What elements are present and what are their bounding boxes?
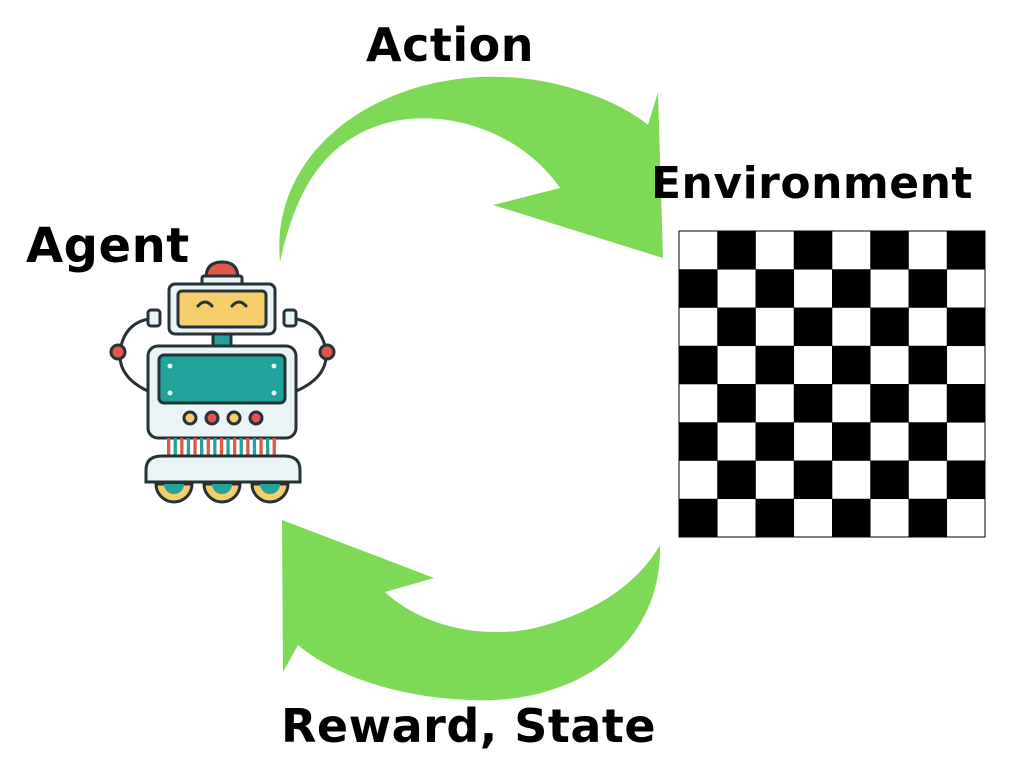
board-square (793, 460, 833, 500)
robot-icon (109, 260, 336, 504)
board-square (717, 307, 756, 347)
robot-stripe (272, 438, 276, 456)
robot-stripe (173, 438, 177, 456)
reward-state-arrow (282, 520, 661, 701)
reward-state-label: Reward, State (281, 699, 657, 753)
board-square (946, 307, 986, 347)
board-square (946, 231, 986, 270)
board-square (679, 422, 718, 461)
board-square (908, 269, 948, 308)
board-square (908, 422, 948, 461)
board-square (793, 231, 833, 270)
robot-stripe (186, 438, 191, 456)
board-square (717, 384, 756, 423)
robot-stripe (206, 438, 210, 456)
board-square (755, 422, 795, 461)
board-square (870, 384, 909, 423)
board-square (870, 460, 909, 500)
board-square (679, 498, 718, 538)
board-square (793, 307, 833, 347)
robot-stripe (246, 438, 250, 456)
robot-stripe (233, 438, 237, 456)
board-square (755, 498, 795, 538)
robot-stripe (167, 438, 171, 456)
environment-label: Environment (651, 158, 973, 209)
robot-stripe (180, 438, 184, 456)
board-square (755, 269, 795, 308)
board-square (908, 345, 948, 385)
agent-label: Agent (26, 218, 190, 274)
board-square (870, 231, 909, 270)
board-square (832, 422, 871, 461)
board-square (832, 498, 871, 538)
board-square (870, 307, 909, 347)
robot-stripe (219, 438, 224, 456)
board-square (679, 345, 718, 385)
robot-stripe (259, 438, 263, 456)
board-square (717, 460, 756, 500)
robot-stripe (226, 438, 230, 456)
board-square (908, 498, 948, 538)
robot-stripe (266, 438, 270, 456)
action-arrow (279, 76, 663, 262)
board-square (946, 460, 986, 500)
board-square (832, 345, 871, 385)
board-square (793, 384, 833, 423)
action-label: Action (366, 18, 534, 72)
board-square (717, 231, 756, 270)
robot-stripe (193, 438, 197, 456)
robot-stripe (252, 438, 257, 456)
checkerboard-icon (678, 230, 986, 538)
robot-stripe (213, 438, 217, 456)
board-square (946, 384, 986, 423)
board-square (679, 269, 718, 308)
board-square (755, 345, 795, 385)
board-square (832, 269, 871, 308)
robot-stripe (200, 438, 204, 456)
robot-stripe (239, 438, 243, 456)
